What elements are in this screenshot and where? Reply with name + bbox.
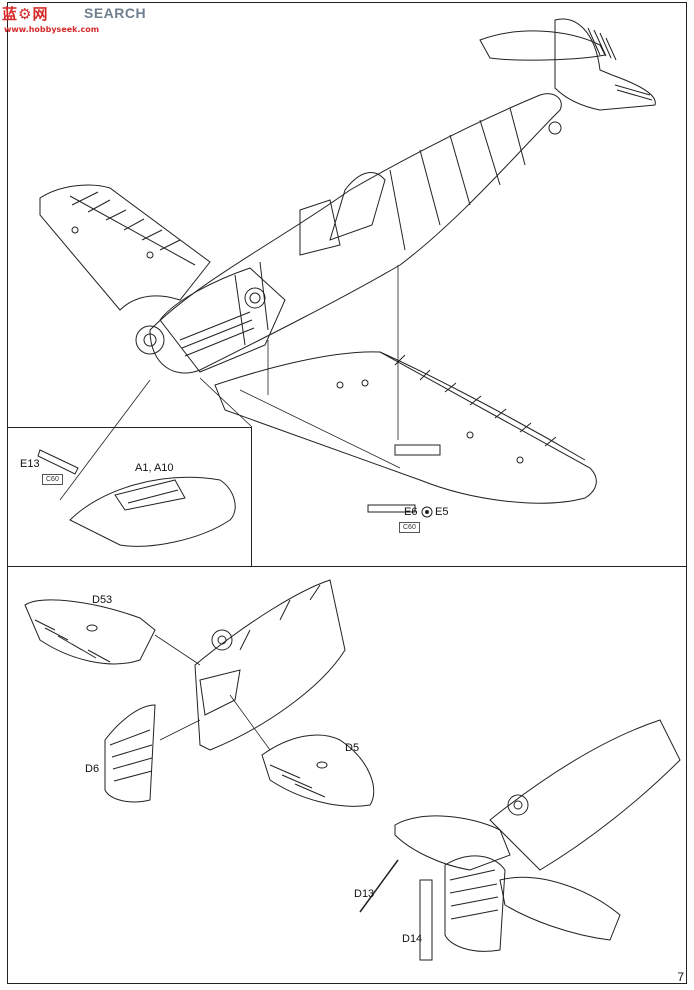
watermark-url: www.hobbyseek.com <box>4 25 100 34</box>
right-wing-drawing <box>214 351 597 504</box>
inset-detail-drawing <box>37 449 236 547</box>
label-e13: E13 <box>20 458 40 470</box>
label-d53: D53 <box>92 594 113 606</box>
rudder-fin-drawing <box>194 579 346 751</box>
tag-c60-left: C60 <box>42 474 63 485</box>
watermark-search: SEARCH <box>84 5 147 21</box>
left-wing-drawing <box>39 184 211 311</box>
part-e6-strip <box>367 504 416 513</box>
label-d5: D5 <box>345 742 360 754</box>
page-number: 7 <box>677 970 684 984</box>
label-e5: E5 <box>435 506 449 518</box>
page-frame <box>7 2 687 984</box>
part-d6-drawing <box>104 704 156 803</box>
tag-c60-right: C60 <box>399 522 420 533</box>
tailplane-drawing <box>479 18 656 135</box>
label-d13: D13 <box>354 888 375 900</box>
watermark: 蓝⚙网 SEARCH www.hobbyseek.com <box>0 0 160 36</box>
part-d53-drawing <box>24 599 156 665</box>
lower-tail-assembly-drawing <box>359 719 681 961</box>
watermark-logo: 蓝⚙网 <box>2 5 49 23</box>
label-e6: E6 <box>404 506 418 518</box>
step-divider <box>7 566 687 567</box>
label-a1-a10: A1, A10 <box>135 462 174 474</box>
part-d5-drawing <box>261 734 375 807</box>
detail-inset-box <box>8 427 252 566</box>
label-d6: D6 <box>85 763 100 775</box>
fuselage-drawing <box>135 93 562 374</box>
label-d14: D14 <box>402 933 423 945</box>
